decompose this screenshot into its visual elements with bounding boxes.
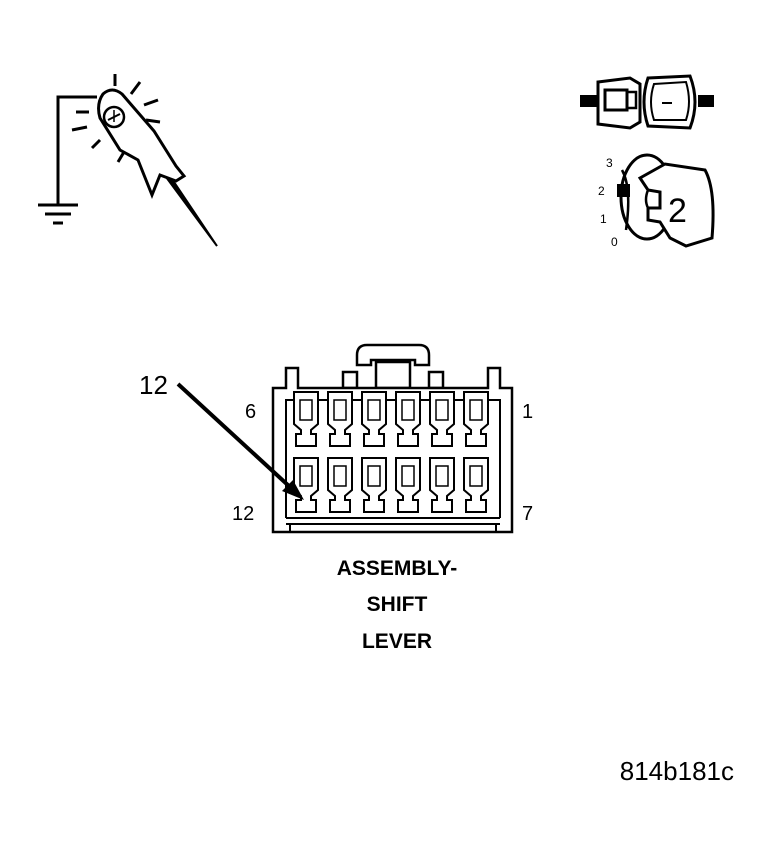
pin-label-1: 1 — [522, 401, 533, 423]
cavity-3 — [395, 391, 421, 447]
callout-label: 12 — [139, 370, 168, 400]
connector-title-line-2: SHIFT — [367, 593, 428, 616]
connector-cavities — [293, 391, 489, 513]
ignition-position-2: 2 — [598, 184, 605, 198]
cavity-7 — [463, 457, 489, 513]
cavity-11 — [327, 457, 353, 513]
cavity-1 — [463, 391, 489, 447]
cavity-2 — [429, 391, 455, 447]
disconnect-connector-icon — [580, 74, 714, 130]
cavity-10 — [361, 457, 387, 513]
cavity-9 — [395, 457, 421, 513]
connector-title-line-1: ASSEMBLY- — [337, 557, 458, 580]
cavity-4 — [361, 391, 387, 447]
ignition-position-3: 3 — [606, 156, 613, 170]
figure-id: 814b181c — [620, 756, 734, 786]
callout-arrow — [176, 382, 304, 500]
cavity-6 — [293, 391, 319, 447]
ignition-key-icon — [617, 153, 715, 248]
ignition-position-1: 1 — [600, 212, 607, 226]
pin-label-12: 12 — [232, 503, 254, 525]
pin-label-6: 6 — [245, 401, 256, 423]
cavity-5 — [327, 391, 353, 447]
ignition-key-label: 2 — [668, 192, 687, 230]
pin-label-7: 7 — [522, 503, 533, 525]
connector-title-line-3: LEVER — [362, 630, 432, 653]
cavity-8 — [429, 457, 455, 513]
test-probe-ground-icon — [38, 74, 218, 247]
ignition-position-0: 0 — [611, 235, 618, 249]
cavity-12 — [293, 457, 319, 513]
